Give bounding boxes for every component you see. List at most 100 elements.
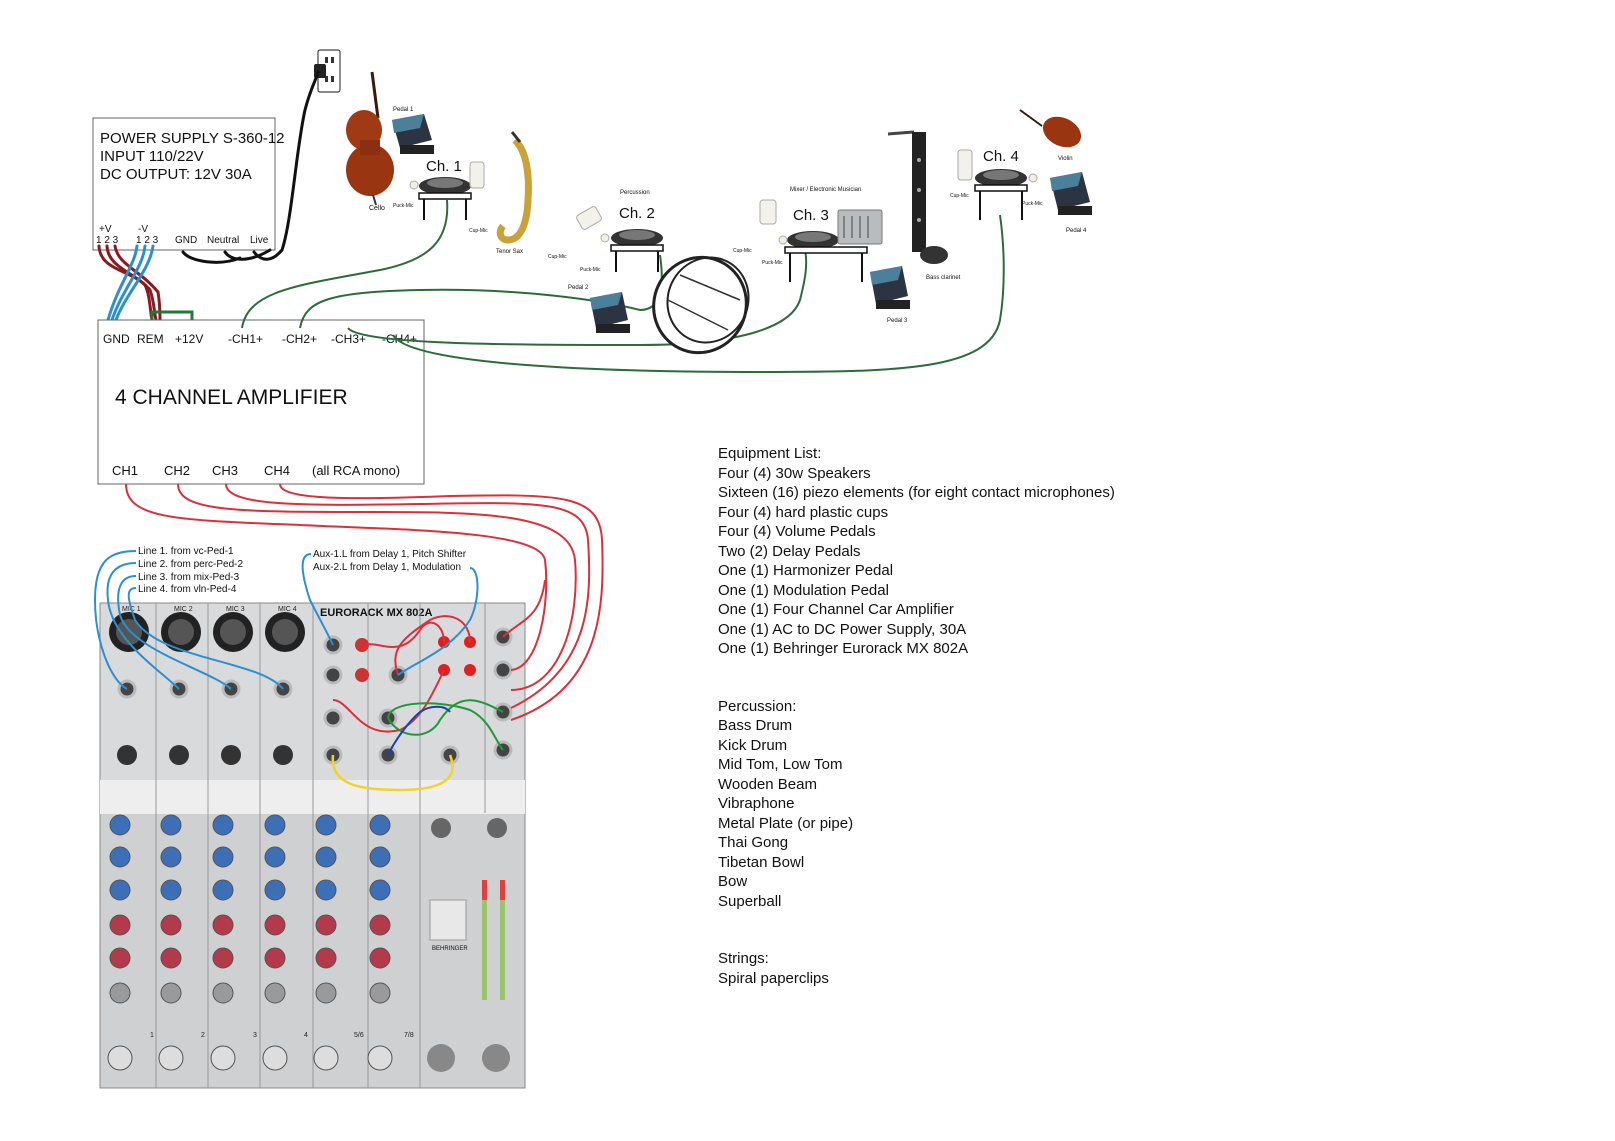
channel-knob[interactable] [160, 846, 182, 868]
ch3-label: Ch. 3 [793, 207, 829, 224]
amp-gnd: GND [103, 332, 130, 346]
speaker-icon [418, 177, 472, 220]
channel-knob[interactable] [212, 947, 234, 969]
channel-knobs [107, 814, 393, 1071]
mixer-musician-heading: Mixer / Electronic Musician [790, 187, 861, 193]
percussion-item: Vibraphone [718, 795, 795, 812]
equipment-list: Equipment List: Four (4) 30w Speakers Si… [718, 444, 1115, 988]
channel-knob[interactable] [369, 846, 391, 868]
channel-knob[interactable] [315, 982, 337, 1004]
channel-knob[interactable] [264, 879, 286, 901]
mixer-eurorack: EURORACK MX 802A MIC 1 MIC 2 MIC 3 MIC 4 [99, 602, 526, 1089]
channel-knob[interactable] [212, 846, 234, 868]
channel-knob[interactable] [160, 914, 182, 936]
ps-neutral: Neutral [207, 235, 239, 246]
level-meter [482, 880, 505, 1000]
violin-label: Violin [1058, 156, 1073, 162]
ch1-puck-label: Puck-Mic [393, 203, 414, 209]
puck-mic-icon [600, 233, 610, 243]
bass-drum-icon [652, 255, 750, 355]
volume-pedal-icon [590, 292, 630, 333]
channel-knob[interactable] [264, 914, 286, 936]
ch4-puck-label: Puck-Mic [1022, 201, 1043, 207]
amp-rca-note: (all RCA mono) [312, 463, 400, 478]
channel-knob[interactable] [212, 914, 234, 936]
xlr-jacks [109, 612, 305, 652]
channel-knob[interactable] [369, 982, 391, 1004]
equipment-item: Two (2) Delay Pedals [718, 542, 861, 560]
note-line-4: Line 4. from vln-Ped-4 [138, 584, 237, 595]
ch3-cup-label: Cup-Mic [733, 248, 752, 254]
equipment-item: One (1) Four Channel Car Amplifier [718, 601, 954, 618]
channel-knob[interactable] [313, 1045, 339, 1071]
channel-knob[interactable] [315, 914, 337, 936]
equipment-item: Four (4) 30w Speakers [718, 464, 871, 482]
mic4-label: MIC 4 [278, 606, 297, 613]
channel-knob[interactable] [109, 846, 131, 868]
channel-knob[interactable] [367, 1045, 393, 1071]
percussion-item: Thai Gong [718, 834, 789, 851]
channel-knob[interactable] [109, 879, 131, 901]
note-line-1: Line 1. from vc-Ped-1 [138, 546, 234, 557]
bass-clarinet-icon [887, 130, 948, 264]
note-line-3: Line 3. from mix-Ped-3 [138, 572, 240, 583]
channel-knob[interactable] [109, 947, 131, 969]
channel-knob[interactable] [212, 814, 234, 836]
channel-knob[interactable] [160, 814, 182, 836]
mixer-notes: Line 1. from vc-Ped-1 Line 2. from perc-… [138, 546, 467, 595]
percussion-item: Wooden Beam [718, 775, 817, 793]
cello-label: Cello [369, 205, 385, 212]
behringer-logo: BEHRINGER [429, 899, 468, 952]
channel-number-3: 3 [253, 1032, 257, 1039]
channel-knob[interactable] [369, 914, 391, 936]
channel-knob[interactable] [264, 982, 286, 1004]
channel-knob[interactable] [109, 814, 131, 836]
puck-mic-icon [1028, 173, 1038, 183]
channel-knob[interactable] [160, 879, 182, 901]
channel-knob[interactable] [210, 1045, 236, 1071]
channel-knob[interactable] [315, 879, 337, 901]
amp-ch3-in: CH3 [212, 463, 238, 478]
channel-knob[interactable] [212, 879, 234, 901]
channel-knob[interactable] [160, 982, 182, 1004]
channel-knob[interactable] [158, 1045, 184, 1071]
power-supply: POWER SUPPLY S-360-12 INPUT 110/22V DC O… [92, 117, 285, 251]
percussion-heading: Percussion [620, 190, 650, 196]
channel-knob[interactable] [264, 947, 286, 969]
channel-knob[interactable] [109, 914, 131, 936]
percussion-item: Bass Drum [718, 717, 793, 734]
channel-knob[interactable] [315, 947, 337, 969]
bass-clarinet-label: Bass clarinet [926, 275, 961, 281]
pedal3-label: Pedal 3 [887, 318, 908, 324]
amp-ch2-in: CH2 [164, 463, 190, 478]
channel-knob[interactable] [315, 846, 337, 868]
channel-knob[interactable] [212, 982, 234, 1004]
channel-number-4: 4 [304, 1032, 308, 1039]
channel-knob[interactable] [264, 814, 286, 836]
channel-knob[interactable] [369, 879, 391, 901]
amp-ch4-in: CH4 [264, 463, 290, 478]
mixer-dividers [155, 603, 486, 1088]
channel-knob[interactable] [264, 846, 286, 868]
ps-minus-pins: 1 2 3 [136, 235, 159, 246]
amp-12v: +12V [175, 332, 203, 346]
channel-knob[interactable] [107, 1045, 133, 1071]
channel-knob[interactable] [262, 1045, 288, 1071]
channel-knob[interactable] [369, 814, 391, 836]
channel-knob[interactable] [369, 947, 391, 969]
ch2-label: Ch. 2 [619, 205, 655, 222]
equipment-item: Sixteen (16) piezo elements (for eight c… [718, 484, 1115, 501]
channel-knob[interactable] [109, 982, 131, 1004]
note-line-2: Line 2. from perc-Ped-2 [138, 559, 243, 570]
percussion-heading-list: Percussion: [718, 697, 797, 715]
equipment-heading: Equipment List: [718, 445, 822, 462]
strings-heading: Strings: [718, 950, 769, 967]
amp-ch2-out: -CH2+ [282, 332, 317, 346]
maker-label: BEHRINGER [432, 946, 468, 952]
mini-mixer-icon [837, 209, 883, 245]
amplifier: GND REM +12V -CH1+ -CH2+ -CH3+ -CH4+ 4 C… [97, 319, 425, 485]
channel-knob[interactable] [315, 814, 337, 836]
ps-live: Live [250, 235, 269, 246]
channel-knob[interactable] [160, 947, 182, 969]
ps-plus-v: +V [99, 224, 112, 235]
